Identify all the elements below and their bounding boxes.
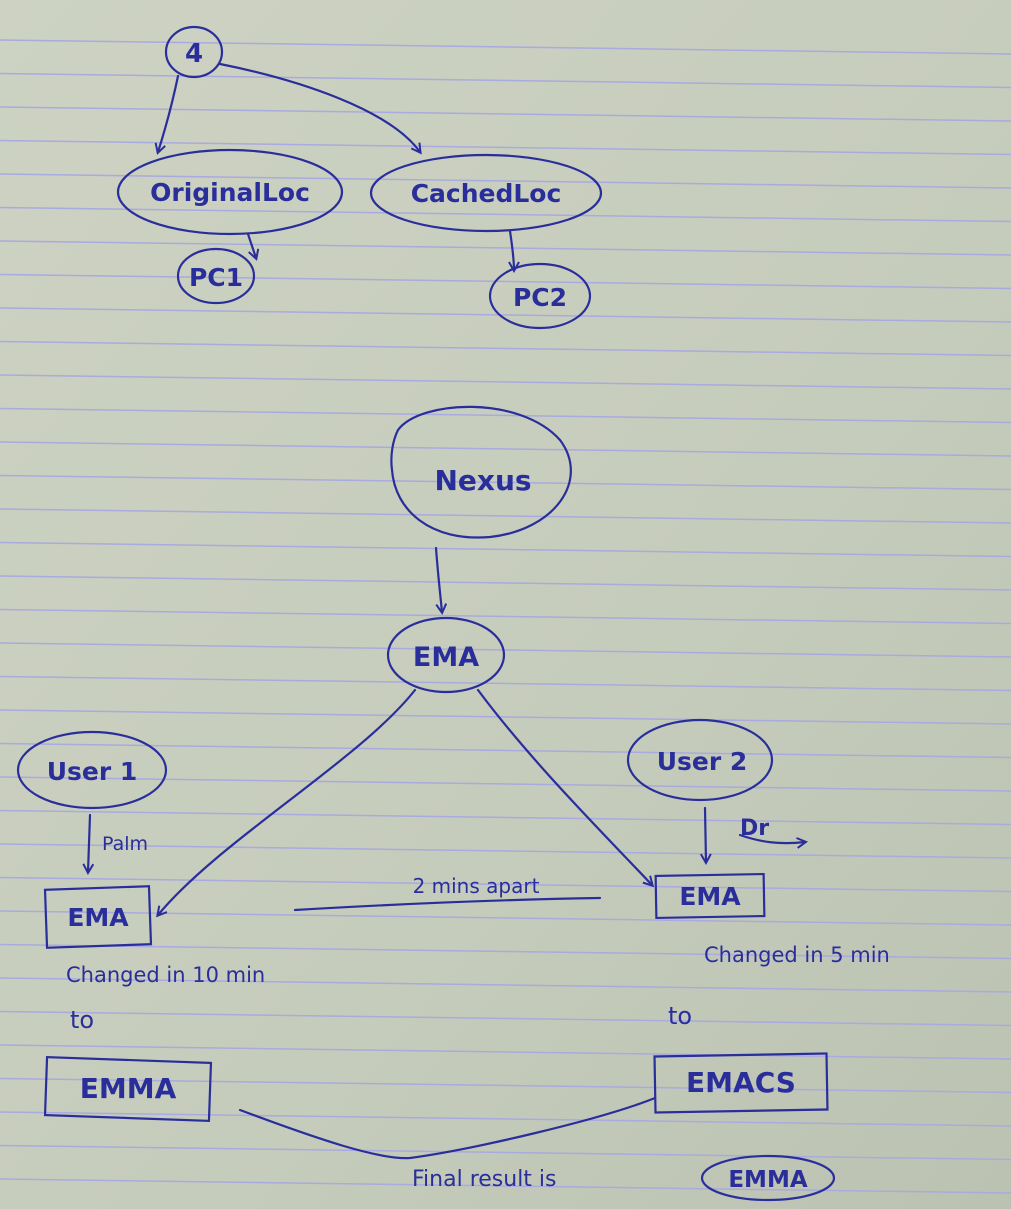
ruled-line (0, 1178, 1011, 1194)
ruled-line (0, 642, 1011, 658)
edge-nexus-ema (434, 546, 442, 612)
changed-right-label: Changed in 5 min (704, 943, 890, 967)
edge-root-cachedloc (218, 62, 420, 152)
ruled-line (0, 72, 1011, 89)
box-ema-left-label: EMA (67, 903, 129, 932)
labels: 4 OriginalLoc CachedLoc PC1 PC2 Nexus EM… (47, 39, 890, 1193)
ruled-line (0, 206, 1011, 223)
box-ema-right (654, 872, 766, 920)
ruled-line (0, 474, 1011, 491)
ruled-line (0, 1044, 1011, 1060)
ruled-line (0, 340, 1011, 357)
ruled-line (0, 1144, 1011, 1161)
ruled-line (0, 374, 1011, 390)
node-originalloc-label: OriginalLoc (150, 178, 310, 207)
box-emacs-label: EMACS (686, 1066, 796, 1099)
ruled-line (0, 106, 1011, 122)
node-ema-center-ellipse (386, 616, 506, 694)
node-pc2-label: PC2 (513, 283, 567, 312)
ruled-line (0, 139, 1011, 156)
ruled-line (0, 1010, 1011, 1027)
node-originalloc-ellipse (116, 148, 344, 236)
edge-user2-dr-arrow (738, 833, 805, 843)
gap-label: 2 mins apart (413, 874, 540, 898)
ruled-line (0, 508, 1011, 524)
box-emacs (653, 1052, 829, 1114)
node-nexus-loop (390, 405, 572, 539)
box-final-ellipse (700, 1154, 836, 1202)
ruled-line (0, 910, 1011, 926)
box-ema-right-label: EMA (679, 882, 741, 911)
edge-user1-label: Palm (102, 833, 148, 855)
ruled-line (0, 441, 1011, 457)
node-cachedloc-ellipse (369, 153, 603, 233)
ruled-line (0, 742, 1011, 759)
ruled-line (0, 407, 1011, 424)
ruled-line (0, 307, 1011, 323)
ruled-line (0, 776, 1011, 792)
ruled-lines (0, 39, 1011, 1194)
node-user1-ellipse (16, 730, 168, 810)
node-root-label: 4 (185, 39, 203, 69)
ruled-line (0, 273, 1011, 290)
ruled-line (0, 575, 1011, 591)
gap-line (293, 896, 602, 912)
ruled-line (0, 876, 1011, 893)
to-left-label: to (70, 1006, 94, 1034)
ruled-line (0, 843, 1011, 859)
node-root-circle (164, 25, 224, 79)
ruled-line (0, 240, 1011, 256)
to-right-label: to (668, 1002, 692, 1030)
changed-left-label: Changed in 10 min (66, 963, 265, 987)
node-pc1-circle (176, 247, 256, 305)
ruled-line (0, 608, 1011, 625)
ruled-line (0, 809, 1011, 826)
edge-originalloc-pc1 (246, 232, 256, 258)
final-value-label: EMMA (728, 1167, 807, 1193)
node-pc1-label: PC1 (189, 263, 243, 292)
ruled-line (0, 977, 1011, 993)
ruled-line (0, 1111, 1011, 1127)
node-cachedloc-label: CachedLoc (411, 179, 562, 208)
box-emma (43, 1056, 213, 1122)
node-user2-label: User 2 (657, 747, 748, 776)
box-emma-label: EMMA (80, 1072, 177, 1105)
edge-user2-label: Dr (740, 816, 769, 841)
edge-ema-left (158, 688, 417, 915)
final-text-label: Final result is (412, 1167, 557, 1192)
node-pc2-circle (488, 262, 592, 330)
box-ema-left (43, 885, 153, 949)
edge-root-originalloc (158, 74, 180, 152)
edge-ema-right (476, 688, 652, 885)
ruled-line (0, 943, 1011, 960)
ruled-line (0, 173, 1011, 189)
ruled-line (0, 675, 1011, 692)
node-nexus-label: Nexus (434, 464, 531, 497)
edge-user2-ema (705, 806, 706, 862)
node-ema-center-label: EMA (413, 642, 479, 673)
node-user2-ellipse (626, 718, 774, 802)
ruled-line (0, 541, 1011, 558)
ruled-line (0, 709, 1011, 725)
merge-line (238, 1096, 657, 1160)
ruled-line (0, 1077, 1011, 1094)
node-user1-label: User 1 (47, 757, 138, 786)
edge-cachedloc-pc2 (510, 229, 514, 270)
edge-user1-ema (88, 813, 90, 872)
